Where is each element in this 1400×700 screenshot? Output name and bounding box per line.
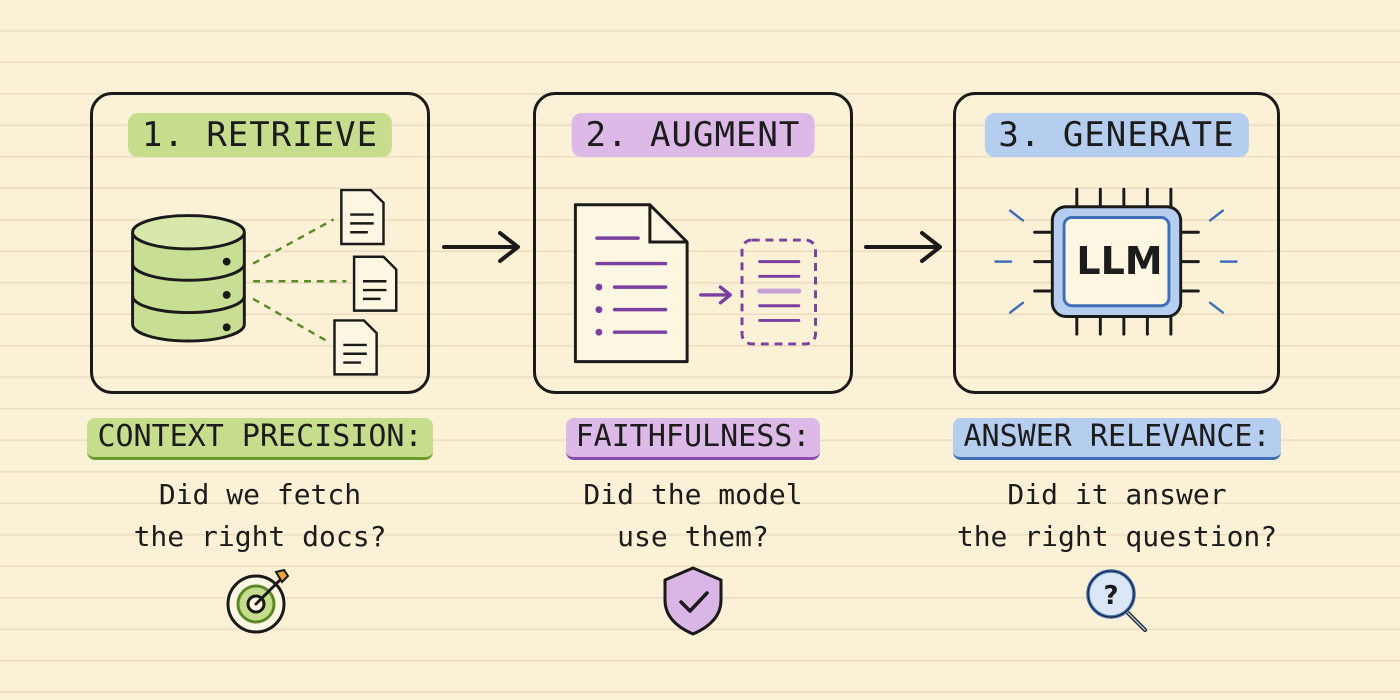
metric-label-context-precision: CONTEXT PRECISION: — [87, 418, 433, 460]
shield-check-icon — [663, 566, 723, 636]
stage-title-augment: 2. AUGMENT — [571, 113, 815, 157]
stage-generate-box: 3. GENERATE LLM — [953, 92, 1280, 394]
llm-chip-label: LLM — [1076, 239, 1163, 283]
database-to-documents-icon — [131, 188, 398, 376]
metric-question-line2: use them? — [617, 520, 769, 553]
document-to-context-icon — [573, 203, 817, 364]
stage-title-retrieve: 1. RETRIEVE — [127, 113, 393, 157]
metric-question-line2: the right docs? — [133, 520, 387, 553]
metric-question-line2: the right question? — [956, 520, 1278, 553]
flow-arrow-retrieve-to-augment — [442, 231, 520, 263]
metric-question-line1: Did it answer — [1007, 478, 1227, 511]
flow-arrow-augment-to-generate — [864, 231, 942, 263]
metric-faithfulness: FAITHFULNESS: Did the model use them? — [493, 418, 893, 636]
stage-augment-box: 2. AUGMENT — [533, 92, 853, 394]
stage-retrieve-box: 1. RETRIEVE — [90, 92, 430, 394]
metric-label-answer-relevance: ANSWER RELEVANCE: — [953, 418, 1281, 460]
svg-text:?: ? — [1103, 581, 1118, 611]
stage-title-generate: 3. GENERATE — [984, 113, 1249, 157]
target-icon — [226, 568, 290, 634]
llm-chip-icon — [994, 187, 1238, 336]
metric-answer-relevance: ANSWER RELEVANCE: Did it answer the righ… — [917, 418, 1317, 636]
metric-question-line1: Did we fetch — [158, 478, 362, 511]
metric-label-faithfulness: FAITHFULNESS: — [565, 418, 821, 460]
metric-question-line1: Did the model — [583, 478, 803, 511]
metric-context-precision: CONTEXT PRECISION: Did we fetch the righ… — [60, 418, 460, 636]
magnifier-question-icon: ? — [1086, 569, 1147, 632]
